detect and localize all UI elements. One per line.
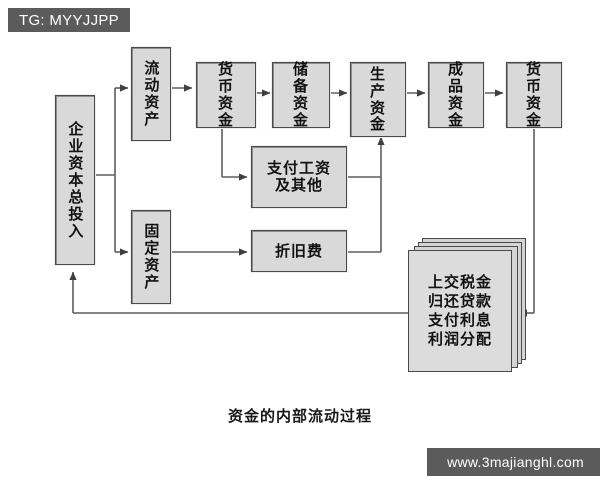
- node-capital-total[interactable]: 企业资本总投入: [55, 95, 95, 265]
- node-reserve-funds[interactable]: 储备资金: [272, 60, 330, 129]
- node-production-funds[interactable]: 生产资金: [350, 62, 406, 137]
- docstack-line-3: 支付利息: [427, 311, 492, 329]
- node-monetary-funds-2[interactable]: 货币资金: [506, 60, 562, 129]
- node-capital-total-label: 企业资本总投入: [66, 120, 85, 240]
- node-monetary-funds-1[interactable]: 货币资金: [196, 60, 256, 129]
- docstack-line-1: 上交税金: [427, 272, 492, 291]
- docstack-line-2: 归还贷款: [427, 291, 492, 310]
- diagram-caption: 资金的内部流动过程: [227, 407, 372, 425]
- node-current-assets[interactable]: 流动资产: [131, 47, 171, 141]
- node-monetary-funds-1-label: 货币资金: [217, 60, 234, 129]
- node-depreciation-label: 折旧费: [274, 241, 323, 260]
- tg-watermark-badge: TG: MYYJJPP: [8, 8, 130, 32]
- node-document-stack[interactable]: 上交税金 归还贷款 支付利息 利润分配: [408, 238, 530, 378]
- node-fixed-assets[interactable]: 固定资产: [131, 210, 171, 304]
- node-fixed-assets-label: 固定资产: [142, 223, 161, 291]
- node-reserve-funds-label: 储备资金: [292, 60, 309, 129]
- docstack-line-4: 利润分配: [427, 330, 492, 349]
- docstack-sheet-front: 上交税金 归还贷款 支付利息 利润分配: [408, 250, 512, 372]
- node-production-funds-label: 生产资金: [369, 64, 386, 134]
- node-current-assets-label: 流动资产: [142, 60, 161, 128]
- node-finished-goods-funds[interactable]: 成品资金: [428, 60, 484, 129]
- node-wages-payment-line2: 及其他: [274, 176, 323, 194]
- node-depreciation[interactable]: 折旧费: [251, 230, 347, 272]
- site-watermark-badge: www.3majianghl.com: [427, 448, 600, 476]
- node-wages-payment-line1: 支付工资: [266, 159, 331, 178]
- node-monetary-funds-2-label: 货币资金: [525, 60, 542, 129]
- node-finished-goods-funds-label: 成品资金: [447, 60, 464, 129]
- node-wages-payment[interactable]: 支付工资 及其他: [251, 146, 347, 208]
